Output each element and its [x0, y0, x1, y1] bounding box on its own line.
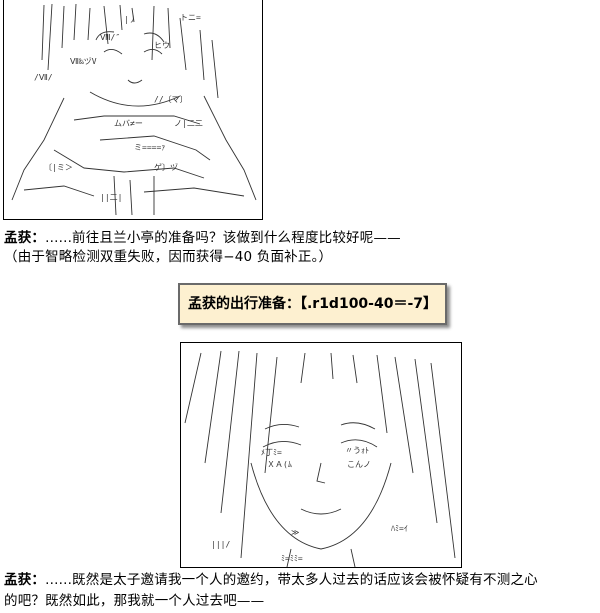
ascii-art-panel-top: |丿 トニ= Ⅷ/″ ヒウ Ⅶ‰ヅV /Ⅶ/ //〔マ〕 ムバ≠ー ノ|二二 ミ…	[3, 0, 263, 220]
dialogue-line-1: 孟获：......前往且兰小亭的准备吗？该做到什么程度比较好呢——	[4, 229, 401, 248]
svg-text:こんノ: こんノ	[347, 460, 371, 469]
svg-text:Ⅷ/″: Ⅷ/″	[100, 33, 120, 42]
dialogue-line-4: 的吧？既然如此，那我就一个人过去吧——	[4, 592, 264, 611]
svg-text:||二|: ||二|	[100, 193, 122, 202]
roll-result: 【.r1d100-40＝-7】	[299, 296, 438, 312]
svg-text://〔マ〕: //〔マ〕	[154, 95, 188, 104]
svg-text:ヒウ: ヒウ	[154, 41, 170, 50]
svg-text:ノ|二二: ノ|二二	[174, 119, 203, 128]
svg-text:〃うｫﾄ: 〃うｫﾄ	[345, 446, 369, 455]
svg-text:≫: ≫	[291, 528, 299, 537]
svg-text:ﾒ丁ﾐ=: ﾒ丁ﾐ=	[261, 448, 282, 457]
ascii-art-girl-closeup-icon: ﾒ丁ﾐ= 〃うｫﾄ ＸＡ(ﾑ こんノ ≫ ﾊﾐ=ｲ ﾐ=ﾐﾐ= |||/	[184, 350, 456, 567]
dialogue-line-3: 孟获：......既然是太子邀请我一个人的邀约，带太多人过去的话应该会被怀疑有不…	[4, 571, 538, 590]
speaker-label: 孟获：	[4, 230, 46, 246]
speaker-label: 孟获：	[4, 572, 46, 588]
dialogue-line-2: （由于智略检测双重失败，因而获得−40 负面补正。）	[4, 248, 332, 267]
roll-label: 孟获的出行准备：	[187, 296, 300, 312]
ascii-art-panel-bottom: ﾒ丁ﾐ= 〃うｫﾄ ＸＡ(ﾑ こんノ ≫ ﾊﾐ=ｲ ﾐ=ﾐﾐ= |||/	[180, 342, 462, 568]
svg-text:ﾊﾐ=ｲ: ﾊﾐ=ｲ	[391, 524, 408, 533]
svg-text:Ⅶ‰ヅV: Ⅶ‰ヅV	[70, 57, 97, 66]
dialogue-text: ......前往且兰小亭的准备吗？该做到什么程度比较好呢——	[45, 230, 401, 246]
dialogue-text: （由于智略检测双重失败，因而获得−40 负面补正。）	[4, 249, 333, 265]
svg-text:/Ⅶ/: /Ⅶ/	[34, 73, 53, 82]
dialogue-text: ......既然是太子邀请我一个人的邀约，带太多人过去的话应该会被怀疑有不测之心	[45, 572, 538, 588]
svg-text:トニ=: トニ=	[180, 13, 201, 22]
ascii-art-girl-smiling-icon: |丿 トニ= Ⅷ/″ ヒウ Ⅶ‰ヅV /Ⅶ/ //〔マ〕 ムバ≠ー ノ|二二 ミ…	[11, 3, 257, 216]
svg-text:ムバ≠ー: ムバ≠ー	[114, 119, 143, 128]
svg-text:|||/: |||/	[211, 540, 230, 549]
svg-text:ゲ〕ヅ: ゲ〕ヅ	[154, 162, 178, 172]
dialogue-text: 的吧？既然如此，那我就一个人过去吧——	[4, 593, 265, 609]
svg-text:〔|ミ＞: 〔|ミ＞	[44, 163, 73, 172]
svg-text:|丿: |丿	[124, 15, 137, 24]
svg-text:ミ====ｧ: ミ====ｧ	[134, 143, 165, 152]
dice-roll-box: 孟获的出行准备：【.r1d100-40＝-7】	[178, 283, 447, 325]
svg-text:ＸＡ(ﾑ: ＸＡ(ﾑ	[267, 460, 292, 469]
svg-text:ﾐ=ﾐﾐ=: ﾐ=ﾐﾐ=	[281, 554, 303, 563]
